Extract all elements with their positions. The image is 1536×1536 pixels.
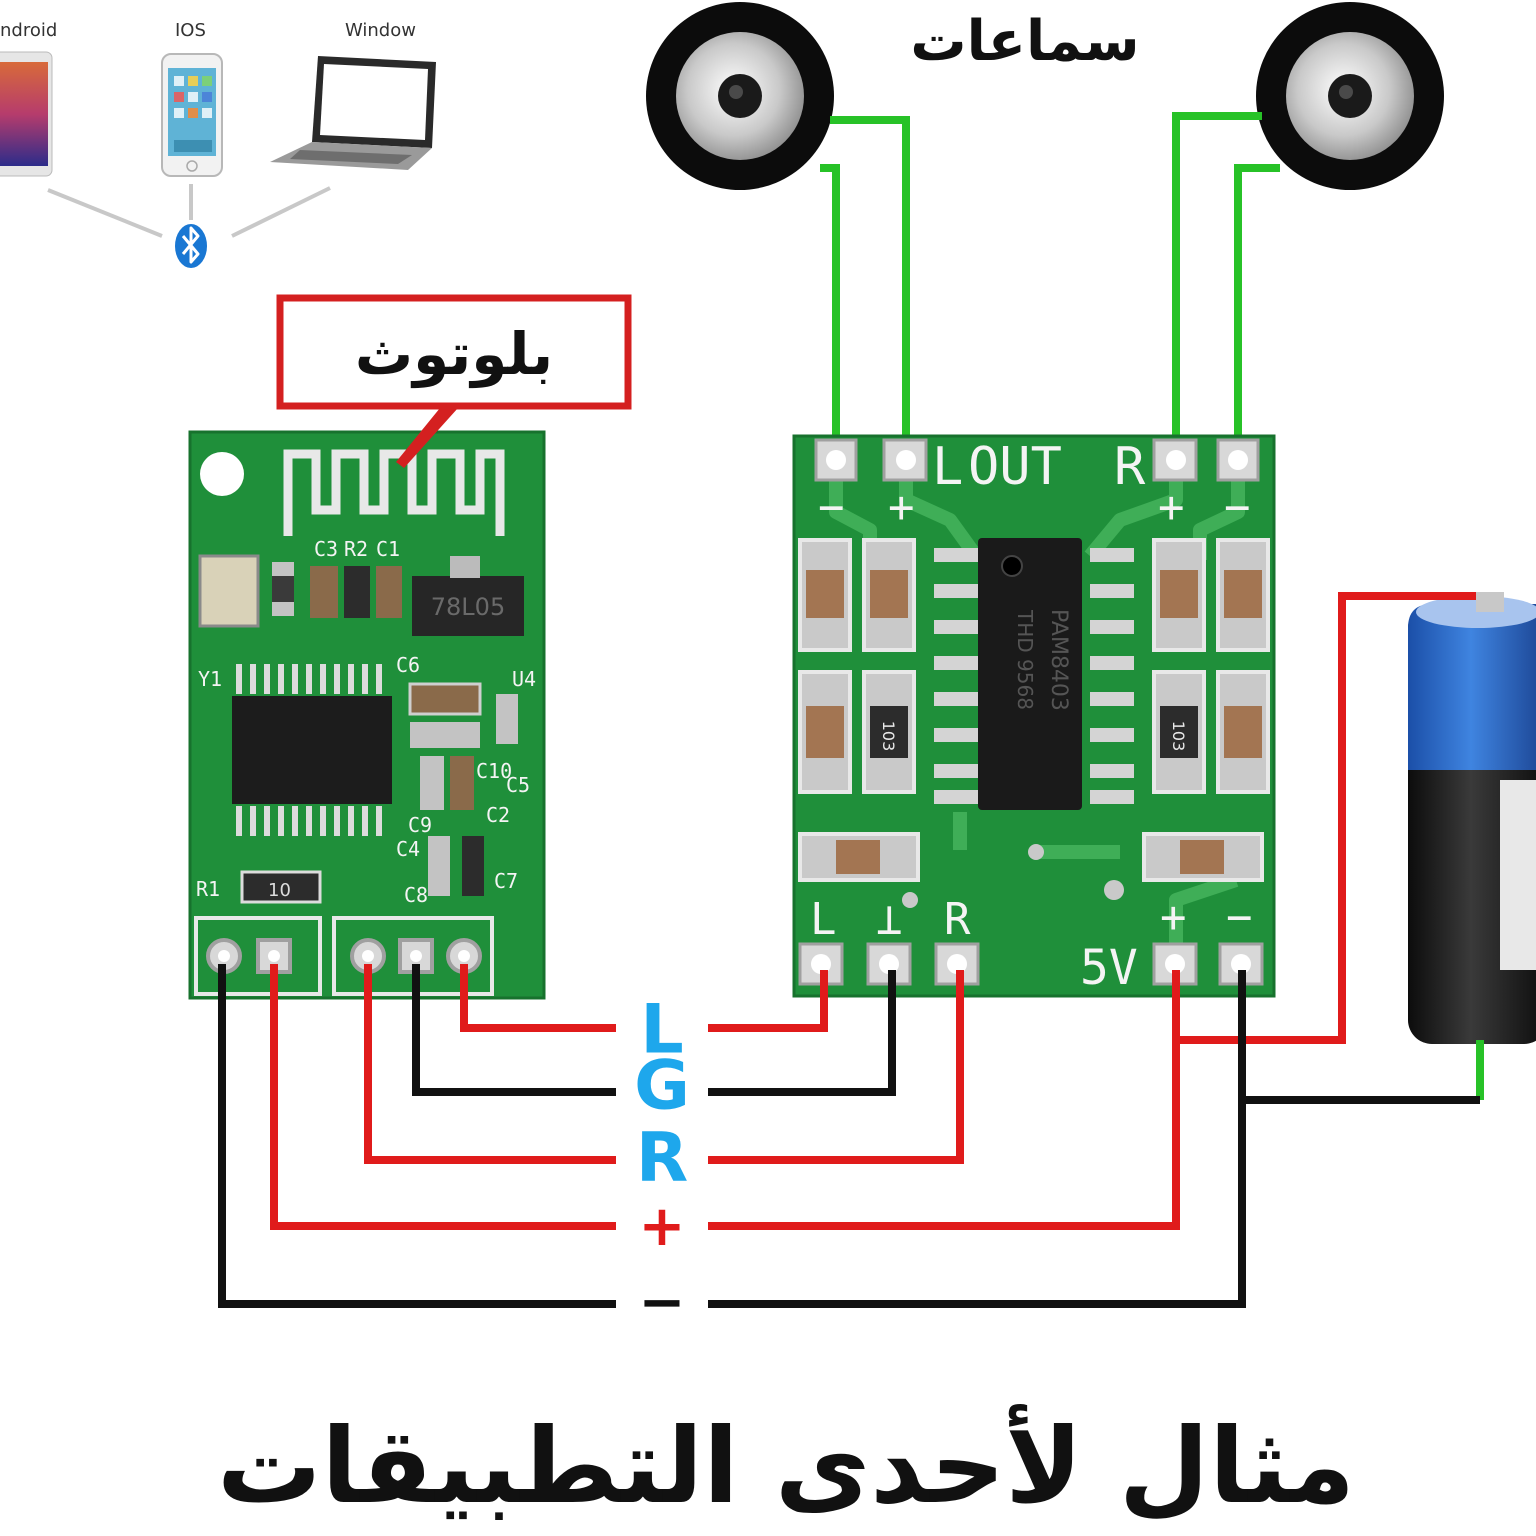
amp-chip-code: THD 9568 (1013, 609, 1037, 710)
iphone-icon (161, 53, 223, 177)
bluetooth-icon (175, 224, 207, 268)
wire-battery-plus (1176, 592, 1476, 1044)
amp-label-5v: 5V (1080, 940, 1138, 996)
amp-label-l-top: L (932, 437, 963, 497)
device-link-android (47, 188, 163, 238)
wire-plus-right (708, 970, 1180, 1230)
amp-label-r-top: R (1114, 437, 1146, 497)
wire-label-g: G (634, 1047, 690, 1126)
wire-speaker-left-plus (830, 116, 910, 452)
laptop-icon (270, 56, 436, 170)
speakers-label: سماعات (910, 9, 1139, 74)
wire-g-right (708, 970, 896, 1096)
android-tablet-icon (0, 51, 53, 177)
amp-res-b: 103 (1169, 721, 1188, 752)
pcb-antenna (283, 449, 505, 536)
wire-l-right (708, 970, 828, 1032)
silk-c10: C10 (476, 759, 512, 783)
silk-c7: C7 (494, 869, 518, 893)
speaker-wires (820, 112, 1280, 452)
device-link-laptop (231, 186, 331, 238)
android-label: ndroid (0, 20, 57, 41)
silk-c5: C5 (506, 773, 530, 797)
amp-label-plus-bottom: + (1160, 892, 1187, 943)
amp-label-r-bottom: R (944, 894, 971, 945)
amp-caps-left (798, 538, 916, 794)
silk-r2: R2 (344, 537, 368, 561)
silk-u4: U4 (512, 667, 536, 691)
bluetooth-callout-label: بلوتوث (355, 320, 553, 389)
bluetooth-callout: بلوتوث (276, 294, 632, 468)
module-wires (218, 964, 1246, 1308)
silk-c9: C9 (408, 813, 432, 837)
wire-label-l: L (640, 991, 683, 1070)
amp-caps-right (1152, 538, 1270, 794)
wire-label-minus: − (639, 1270, 686, 1335)
silk-c8: C8 (404, 883, 428, 907)
wire-minus-left (218, 964, 616, 1308)
wire-r-right (708, 970, 964, 1164)
regulator-label: 78L05 (431, 593, 505, 621)
speaker-left-icon (646, 2, 834, 190)
wire-g-left (412, 964, 616, 1096)
amp-chip-pins (934, 548, 1134, 804)
pam8403-chip (978, 538, 1082, 810)
silk-c6: C6 (396, 653, 420, 677)
bluetooth-module: 78L05 C3 (188, 430, 546, 1000)
amp-label-g-bottom: ⊥ (876, 894, 903, 945)
amp-plus-right: + (1158, 482, 1185, 533)
caption: مثال لأحدى التطبيقات (217, 1404, 1355, 1527)
wire-l-left (460, 964, 616, 1032)
amplifier-output-pins (814, 438, 1260, 482)
bluetooth-chip (232, 696, 392, 804)
amplifier-input-pins (798, 942, 1264, 986)
wire-r-left (364, 964, 616, 1164)
amplifier-module: L OUT R + − + − 103 (792, 434, 1276, 998)
silk-c2: C2 (486, 803, 510, 827)
wire-plus-left (270, 964, 616, 1230)
amp-res-a: 103 (879, 721, 898, 752)
silk-r-value: 10 (268, 880, 291, 901)
windows-label: Window (345, 20, 416, 41)
silk-c1: C1 (376, 537, 400, 561)
wire-label-r: R (636, 1119, 688, 1198)
ios-label: IOS (175, 20, 206, 41)
crystal (198, 554, 260, 628)
amp-minus-right: − (1224, 482, 1251, 533)
silk-y1: Y1 (198, 667, 222, 691)
wire-label-plus: + (639, 1194, 686, 1259)
amp-chip-label: PAM8403 (1046, 609, 1071, 711)
silk-r1: R1 (196, 877, 220, 901)
bluetooth-module-pins (206, 938, 482, 974)
amp-label-l-bottom: L (810, 894, 837, 945)
wire-speaker-right-plus (1172, 112, 1262, 452)
amp-label-minus-bottom: − (1226, 892, 1253, 943)
battery-wires (1176, 592, 1484, 1104)
devices-group: ndroid IOS Window (0, 20, 436, 268)
wire-minus-right (708, 970, 1246, 1308)
amp-label-out: OUT (968, 437, 1062, 497)
mounting-hole (200, 452, 244, 496)
wire-speaker-left-minus (820, 164, 840, 452)
speaker-right-icon (1256, 2, 1444, 190)
amp-minus-left: − (818, 482, 845, 533)
silk-c4: C4 (396, 837, 420, 861)
silk-c3: C3 (314, 537, 338, 561)
battery-icon (1408, 592, 1536, 1044)
wire-speaker-right-minus (1234, 164, 1280, 452)
amp-plus-left: + (888, 482, 915, 533)
regulator-chip (412, 576, 524, 636)
